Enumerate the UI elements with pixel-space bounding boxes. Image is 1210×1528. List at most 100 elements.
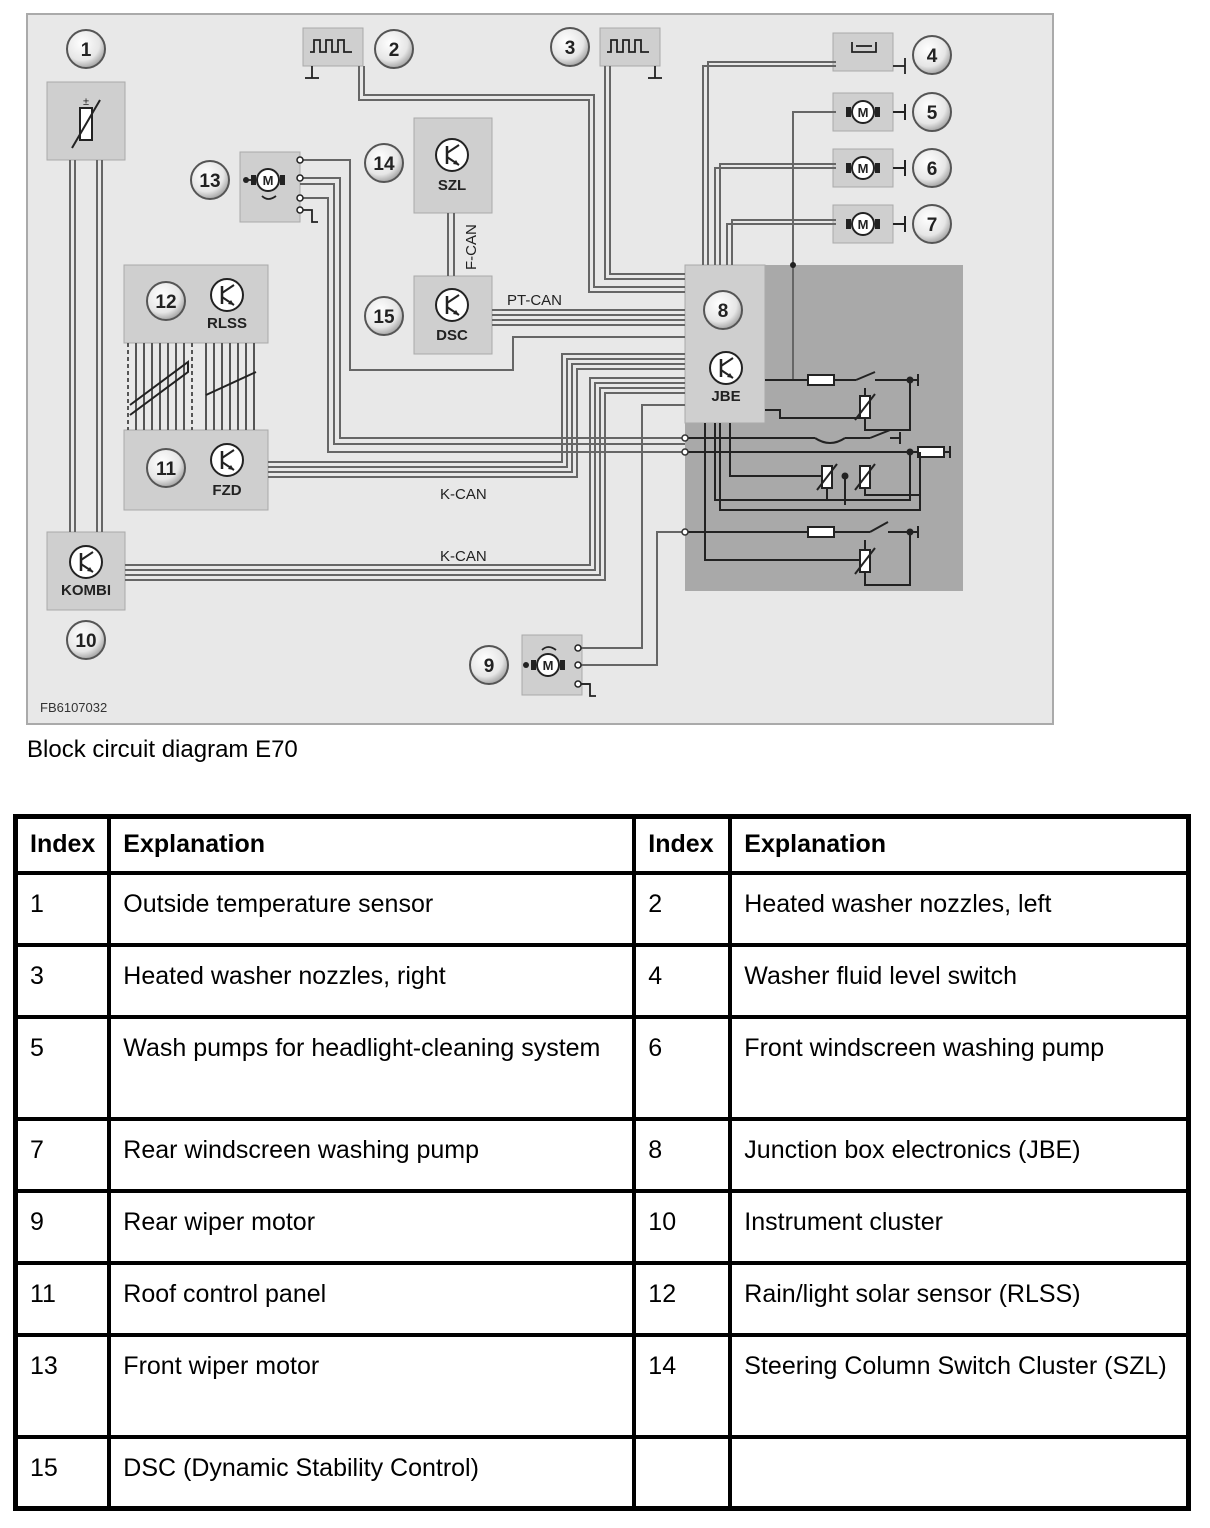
pump-symbols bbox=[845, 100, 906, 236]
explanation-cell: Front windscreen washing pump bbox=[728, 1014, 1191, 1121]
callout-3: 3 bbox=[550, 27, 590, 67]
szl-label: SZL bbox=[438, 177, 466, 194]
callout-7: 7 bbox=[912, 204, 952, 244]
thermistor-symbol: ± bbox=[71, 96, 101, 149]
svg-text:3: 3 bbox=[565, 38, 576, 59]
explanation-cell: Heated washer nozzles, left bbox=[728, 870, 1191, 947]
explanation-cell bbox=[728, 1434, 1191, 1511]
index-cell: 9 bbox=[13, 1188, 112, 1265]
svg-text:13: 13 bbox=[199, 171, 220, 192]
callout-1: 1 bbox=[66, 29, 106, 69]
index-cell: 1 bbox=[13, 870, 112, 947]
legend-row: 3 Heated washer nozzles, right 4 Washer … bbox=[13, 942, 1191, 1019]
header-index-1: Index bbox=[13, 814, 112, 875]
k-can-label-2: K-CAN bbox=[440, 548, 487, 565]
index-cell: 2 bbox=[632, 870, 733, 947]
explanation-cell: Outside temperature sensor bbox=[107, 870, 637, 947]
svg-text:14: 14 bbox=[373, 154, 395, 175]
callout-13: 13 bbox=[190, 160, 230, 200]
index-cell: 12 bbox=[632, 1260, 733, 1337]
legend-header-row: Index Explanation Index Explanation bbox=[13, 814, 1191, 875]
svg-text:12: 12 bbox=[155, 292, 176, 313]
kombi-label: KOMBI bbox=[61, 582, 111, 599]
callout-2: 2 bbox=[374, 29, 414, 69]
junction-dots bbox=[790, 262, 914, 536]
explanation-cell: Rain/light solar sensor (RLSS) bbox=[728, 1260, 1191, 1337]
explanation-cell: Rear wiper motor bbox=[107, 1188, 637, 1265]
legend-row: 5 Wash pumps for headlight-cleaning syst… bbox=[13, 1014, 1191, 1121]
callout-4: 4 bbox=[912, 35, 952, 75]
callout-8: 8 bbox=[703, 290, 743, 330]
legend-table: Index Explanation Index Explanation 1 Ou… bbox=[13, 814, 1191, 1511]
heater-symbol-right bbox=[607, 39, 662, 79]
svg-text:15: 15 bbox=[373, 307, 395, 328]
f-can-label: F-CAN bbox=[463, 224, 480, 270]
heater-symbol-left bbox=[305, 39, 352, 79]
index-cell: 5 bbox=[13, 1014, 112, 1121]
washer-nozzle-left-box bbox=[302, 27, 364, 67]
header-explanation-2: Explanation bbox=[728, 814, 1191, 875]
jbe-label: JBE bbox=[711, 388, 740, 405]
rlss-fzd-cable-bundle bbox=[127, 343, 257, 430]
index-cell: 10 bbox=[632, 1188, 733, 1265]
svg-text:10: 10 bbox=[75, 631, 96, 652]
k-can-label-1: K-CAN bbox=[440, 486, 487, 503]
explanation-cell: Rear windscreen washing pump bbox=[107, 1116, 637, 1193]
callout-9: 9 bbox=[469, 645, 509, 685]
fzd-label: FZD bbox=[212, 482, 241, 499]
jbe-relays bbox=[685, 371, 951, 586]
callout-12: 12 bbox=[146, 281, 186, 321]
explanation-cell: Washer fluid level switch bbox=[728, 942, 1191, 1019]
svg-text:9: 9 bbox=[484, 656, 495, 677]
legend-row: 11 Roof control panel 12 Rain/light sola… bbox=[13, 1260, 1191, 1337]
dsc-label: DSC bbox=[436, 327, 468, 344]
index-cell: 8 bbox=[632, 1116, 733, 1193]
svg-text:8: 8 bbox=[718, 301, 729, 322]
explanation-cell: Heated washer nozzles, right bbox=[107, 942, 637, 1019]
svg-text:7: 7 bbox=[927, 215, 938, 236]
legend-row: 7 Rear windscreen washing pump 8 Junctio… bbox=[13, 1116, 1191, 1193]
svg-text:11: 11 bbox=[156, 459, 177, 480]
explanation-cell: Front wiper motor bbox=[107, 1332, 637, 1439]
figure-code: FB6107032 bbox=[40, 700, 107, 715]
callout-10: 10 bbox=[66, 620, 106, 660]
legend-row: 13 Front wiper motor 14 Steering Column … bbox=[13, 1332, 1191, 1439]
rlss-label: RLSS bbox=[207, 315, 247, 332]
callout-15: 15 bbox=[364, 296, 404, 336]
front-wiper-motor-symbol bbox=[243, 156, 318, 223]
washer-nozzle-right-box bbox=[599, 27, 661, 67]
legend-row: 15 DSC (Dynamic Stability Control) bbox=[13, 1434, 1191, 1511]
callout-11: 11 bbox=[146, 448, 186, 488]
index-cell: 3 bbox=[13, 942, 112, 1019]
svg-text:1: 1 bbox=[81, 40, 92, 61]
explanation-cell: Steering Column Switch Cluster (SZL) bbox=[728, 1332, 1191, 1439]
index-cell: 4 bbox=[632, 942, 733, 1019]
explanation-cell: Roof control panel bbox=[107, 1260, 637, 1337]
pt-can-label: PT-CAN bbox=[507, 292, 562, 309]
svg-text:6: 6 bbox=[927, 159, 938, 180]
explanation-cell: Wash pumps for headlight-cleaning system bbox=[107, 1014, 637, 1121]
index-cell: 14 bbox=[632, 1332, 733, 1439]
svg-text:5: 5 bbox=[927, 103, 938, 124]
callouts: 1 2 3 4 5 6 7 8 9 10 11 12 13 14 15 bbox=[66, 27, 952, 685]
callout-14: 14 bbox=[364, 143, 404, 183]
svg-text:2: 2 bbox=[389, 40, 400, 61]
level-switch-symbol bbox=[851, 42, 906, 74]
legend-row: 9 Rear wiper motor 10 Instrument cluster bbox=[13, 1188, 1191, 1265]
svg-text:±: ± bbox=[83, 96, 89, 108]
fzd-box bbox=[123, 429, 269, 511]
legend-row: 1 Outside temperature sensor 2 Heated wa… bbox=[13, 870, 1191, 947]
index-cell bbox=[632, 1434, 733, 1511]
explanation-cell: DSC (Dynamic Stability Control) bbox=[107, 1434, 637, 1511]
svg-text:4: 4 bbox=[927, 46, 938, 67]
header-explanation-1: Explanation bbox=[107, 814, 637, 875]
callout-6: 6 bbox=[912, 148, 952, 188]
figure-caption: Block circuit diagram E70 bbox=[27, 736, 298, 763]
explanation-cell: Instrument cluster bbox=[728, 1188, 1191, 1265]
jbe-pins bbox=[681, 434, 689, 536]
rear-wiper-motor-symbol bbox=[523, 644, 596, 697]
index-cell: 6 bbox=[632, 1014, 733, 1121]
index-cell: 15 bbox=[13, 1434, 112, 1511]
wiring bbox=[69, 61, 836, 685]
header-index-2: Index bbox=[632, 814, 733, 875]
